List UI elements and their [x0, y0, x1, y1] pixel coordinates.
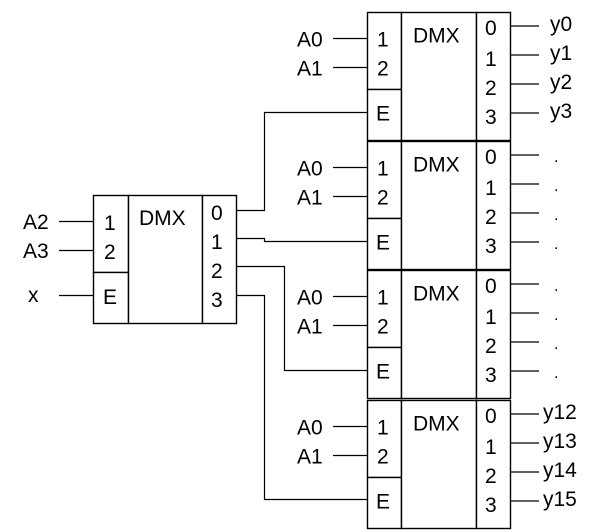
output-label-0: y12: [543, 401, 577, 424]
output-label-1: y1: [550, 42, 572, 65]
dmx-enable-pin: E: [376, 491, 390, 514]
dmx-output-section: [475, 140, 512, 271]
output-label-3: .: [554, 365, 558, 382]
input-label-a2: A2: [23, 211, 49, 234]
first-stage-dmx: DMX 1 2 E 0 1 2 3 A2 A3 x: [23, 194, 238, 325]
dmx-select-pin-1: 1: [377, 29, 389, 52]
dmx-select-pin-1: 1: [377, 417, 389, 440]
dmx-title: DMX: [413, 413, 460, 436]
wire-out3-to-dmx4-enable: [236, 294, 368, 501]
dmx-enable-pin: E: [376, 361, 390, 384]
dmx-output-pin-3: 3: [485, 235, 497, 258]
dmx-select-section: [366, 140, 403, 220]
select-input-label-1: A1: [297, 187, 323, 210]
dmx-output-pin-0: 0: [485, 405, 497, 428]
output-label-3: .: [554, 236, 558, 253]
dmx-enable-pin: E: [376, 103, 390, 126]
dmx-output-pin-2: 2: [485, 77, 497, 100]
dmx-output-section: [475, 269, 512, 400]
dmx-output-pin-0: 0: [485, 275, 497, 298]
dmx-output-pin-1: 1: [485, 177, 497, 200]
output-label-0: y0: [550, 13, 572, 36]
wire-out0-to-dmx1-enable: [236, 111, 368, 212]
select-input-label-1: A1: [297, 58, 323, 81]
first-dmx-body: [127, 194, 204, 325]
first-dmx-enable-pin: E: [103, 286, 117, 309]
dmx-output-pin-2: 2: [485, 465, 497, 488]
dmx-select-pin-2: 2: [377, 316, 389, 339]
first-dmx-select-section: [92, 194, 130, 274]
dmx-select-pin-1: 1: [377, 158, 389, 181]
first-dmx-output-pin-1: 1: [211, 231, 223, 254]
wire-out1-to-dmx2-enable: [236, 237, 368, 243]
wire-out2-to-dmx3-enable: [236, 265, 368, 372]
dmx-select-section: [366, 399, 403, 479]
dmx-title: DMX: [413, 25, 460, 48]
output-label-3: y3: [550, 100, 572, 123]
first-dmx-enable-section: [92, 271, 130, 325]
output-label-1: .: [554, 307, 558, 324]
dmx-enable-section: [366, 217, 403, 271]
select-input-label-1: A1: [297, 446, 323, 469]
dmx-output-pin-3: 3: [485, 364, 497, 387]
output-label-3: y15: [543, 488, 577, 511]
dmx-select-pin-1: 1: [377, 287, 389, 310]
output-label-2: .: [554, 336, 558, 353]
dmx-select-pin-2: 2: [377, 58, 389, 81]
select-input-label-1: A1: [297, 316, 323, 339]
dmx-output-pin-0: 0: [485, 146, 497, 169]
input-label-a3: A3: [23, 240, 49, 263]
dmx-output-pin-1: 1: [485, 306, 497, 329]
first-dmx-select-pin-2: 2: [104, 241, 116, 264]
dmx-body: [400, 140, 478, 271]
dmx-body: [400, 269, 478, 400]
dmx-output-pin-2: 2: [485, 335, 497, 358]
dmx-output-pin-0: 0: [485, 17, 497, 40]
dmx-select-pin-2: 2: [377, 446, 389, 469]
select-input-label-0: A0: [297, 287, 323, 310]
dmx-output-pin-3: 3: [485, 106, 497, 129]
output-label-2: y2: [550, 71, 572, 94]
first-dmx-select-pin-1: 1: [104, 212, 116, 235]
dmx-select-section: [366, 11, 403, 91]
interconnect-wires: [236, 111, 368, 501]
select-input-label-0: A0: [297, 417, 323, 440]
output-label-0: .: [554, 278, 558, 295]
first-dmx-output-pin-3: 3: [211, 289, 223, 312]
dmx-select-pin-2: 2: [377, 187, 389, 210]
dmx-output-pin-1: 1: [485, 436, 497, 459]
dmx-title: DMX: [413, 154, 460, 177]
dmx-enable-section: [366, 346, 403, 400]
dmx-enable-section: [366, 476, 403, 530]
output-label-2: .: [554, 207, 558, 224]
dmx-output-section: [475, 399, 512, 530]
first-dmx-output-section: [201, 194, 238, 325]
dmx-output-section: [475, 11, 512, 142]
first-dmx-output-pin-2: 2: [211, 260, 223, 283]
dmx-output-pin-1: 1: [485, 48, 497, 71]
output-label-1: y13: [543, 430, 577, 453]
dmx-output-pin-2: 2: [485, 206, 497, 229]
output-label-1: .: [554, 178, 558, 195]
first-dmx-output-pin-0: 0: [211, 202, 223, 225]
dmx-enable-pin: E: [376, 232, 390, 255]
output-label-2: y14: [543, 459, 577, 482]
input-label-x: x: [28, 284, 39, 307]
select-input-label-0: A0: [297, 158, 323, 181]
select-input-label-0: A0: [297, 29, 323, 52]
dmx-output-pin-3: 3: [485, 494, 497, 517]
dmx-body: [400, 399, 478, 530]
first-dmx-title: DMX: [139, 207, 186, 230]
dmx-title: DMX: [413, 283, 460, 306]
output-label-0: .: [554, 149, 558, 166]
dmx-enable-section: [366, 88, 403, 142]
